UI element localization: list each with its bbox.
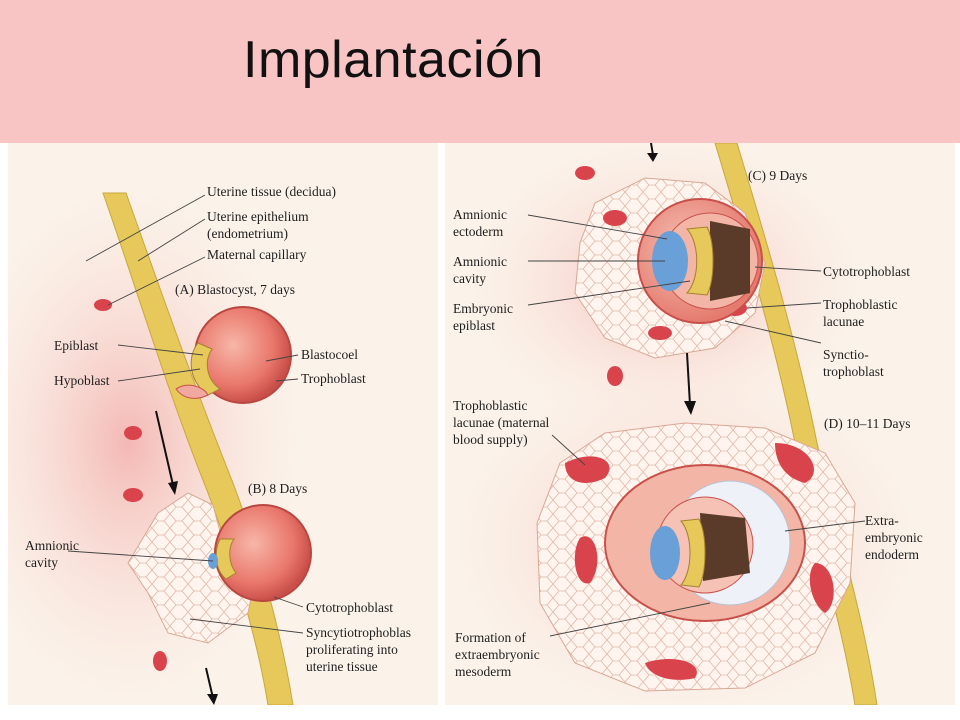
- embryonic-disc-d: [680, 518, 706, 588]
- capillary-dot: [123, 488, 143, 502]
- syncytiotrophoblast-b: [127, 492, 259, 644]
- label-maternal-capillary: Maternal capillary: [207, 247, 307, 262]
- capillary-dot: [153, 651, 167, 671]
- yolk-d: [700, 513, 750, 581]
- lacuna: [603, 210, 627, 226]
- label-hypoblast: Hypoblast: [54, 373, 110, 388]
- amnionic-cavity-d: [650, 526, 680, 580]
- maternal-capillary: [94, 299, 112, 311]
- trophoblastic-lacuna-d: [565, 456, 610, 483]
- label-extraembryonic-endoderm: Extra-: [865, 513, 899, 528]
- arrow-head: [647, 153, 658, 162]
- label-embryonic-epiblast-2: epiblast: [453, 318, 495, 333]
- arrow-head: [684, 401, 696, 415]
- label-blastocoel: Blastocoel: [301, 347, 358, 362]
- page-title: Implantación: [243, 31, 544, 89]
- label-cytotrophoblast-c: Cytotrophoblast: [823, 264, 910, 279]
- capillary-dot: [124, 426, 142, 440]
- capillary-dot: [575, 166, 595, 180]
- label-panel-a: (A) Blastocyst, 7 days: [175, 282, 295, 297]
- arrow-down: [205, 667, 214, 699]
- label-trophoblastic-lacunae-d: Trophoblastic: [453, 398, 528, 413]
- label-uterine-epithelium: Uterine epithelium: [207, 209, 309, 224]
- label-syncytiotrophoblast-c-2: trophoblast: [823, 364, 884, 379]
- label-syncytiotrophoblast-b: Syncytiotrophoblas: [306, 625, 411, 640]
- lacuna: [645, 658, 697, 680]
- label-amnionic-ectoderm-2: ectoderm: [453, 224, 504, 239]
- left-illustration: [8, 143, 328, 705]
- blastocoel-c: [710, 221, 750, 301]
- label-trophoblastic-lacunae-c: Trophoblastic: [823, 297, 898, 312]
- label-uterine-tissue: Uterine tissue (decidua): [207, 184, 336, 199]
- label-syncytiotrophoblast-b-2: proliferating into: [306, 642, 398, 657]
- panel-right-diagram: (C) 9 Days Amnionic ectoderm Amnionic ca…: [445, 143, 955, 705]
- label-formation-mesoderm: Formation of: [455, 630, 526, 645]
- label-syncytiotrophoblast-c: Synctio-: [823, 347, 869, 362]
- label-epiblast: Epiblast: [54, 338, 99, 353]
- right-illustration: [445, 143, 955, 705]
- inner-cell-mass-b: [215, 538, 237, 580]
- label-amnionic-ectoderm: Amnionic: [453, 207, 507, 222]
- label-embryonic-epiblast: Embryonic: [453, 301, 513, 316]
- leader-lines-right: [527, 214, 866, 637]
- label-panel-b: (B) 8 Days: [248, 481, 308, 496]
- label-extraembryonic-endoderm-3: endoderm: [865, 547, 919, 562]
- lacuna: [775, 443, 814, 483]
- label-endometrium: (endometrium): [207, 226, 288, 241]
- label-trophoblast: Trophoblast: [301, 371, 366, 386]
- label-trophoblastic-lacunae-d-2: lacunae (maternal: [453, 415, 550, 430]
- label-panel-c: (C) 9 Days: [748, 168, 808, 183]
- lacuna: [809, 563, 834, 613]
- lacuna: [574, 536, 598, 584]
- label-syncytiotrophoblast-b-3: uterine tissue: [306, 659, 378, 674]
- panel-left-diagram: Uterine tissue (decidua) Uterine epithel…: [8, 143, 438, 705]
- capillary-dot: [607, 366, 623, 386]
- arrow-c-to-d: [686, 352, 691, 406]
- leader-lines-left: [67, 194, 304, 634]
- blastocyst-b: [214, 504, 312, 602]
- label-trophoblastic-lacunae-d-3: blood supply): [453, 432, 528, 447]
- embryonic-epiblast-c: [685, 226, 714, 296]
- arrow-head: [207, 694, 218, 705]
- lacuna: [648, 326, 672, 340]
- title-band: [0, 0, 960, 143]
- label-amnionic-cavity-c-2: cavity: [453, 271, 486, 286]
- label-cytotrophoblast-b: Cytotrophoblast: [306, 600, 393, 615]
- arrow-a-to-b: [155, 410, 174, 486]
- label-extraembryonic-endoderm-2: embryonic: [865, 530, 923, 545]
- label-amnionic-cavity-b-2: cavity: [25, 555, 58, 570]
- inner-cell-mass-a: [190, 342, 221, 396]
- label-amnionic-cavity-c: Amnionic: [453, 254, 507, 269]
- label-formation-mesoderm-2: extraembryonic: [455, 647, 540, 662]
- trophoblast-stalk-a: [175, 384, 209, 399]
- label-trophoblastic-lacunae-c-2: lacunae: [823, 314, 865, 329]
- arrow-head: [168, 481, 178, 495]
- amnionic-cavity-c: [652, 231, 688, 291]
- label-panel-d: (D) 10–11 Days: [824, 416, 911, 431]
- label-amnionic-cavity-b: Amnionic: [25, 538, 79, 553]
- label-formation-mesoderm-3: mesoderm: [455, 664, 512, 679]
